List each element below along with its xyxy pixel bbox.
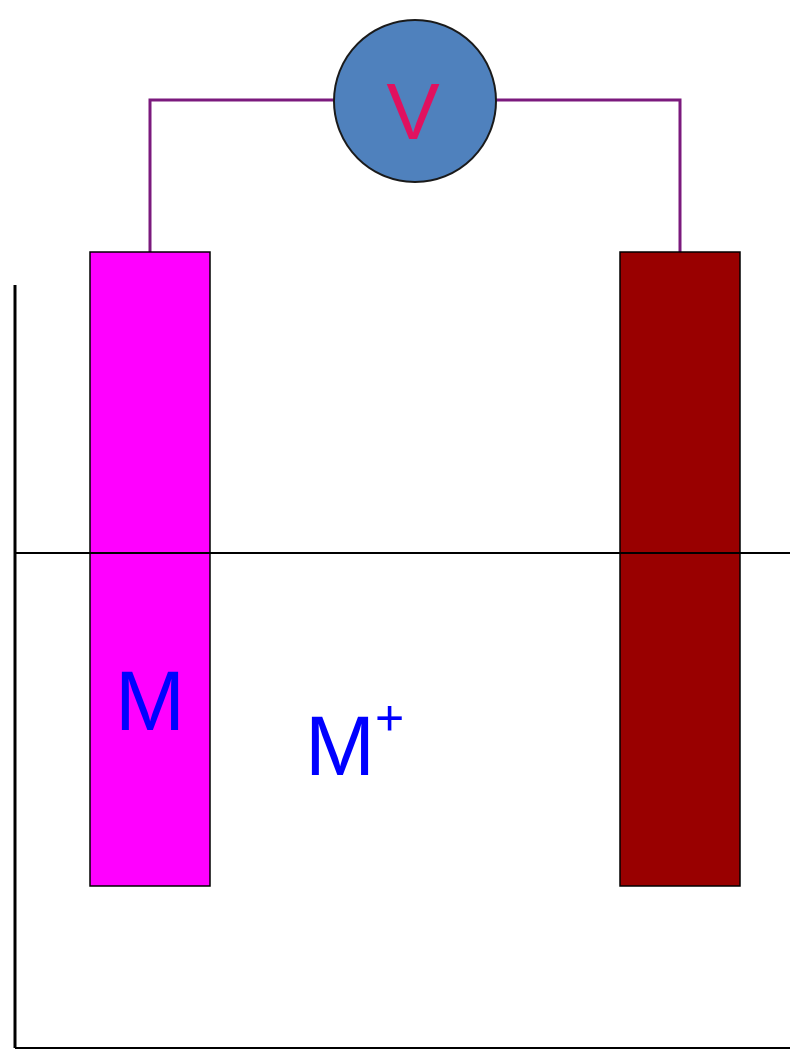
solution-ion-text: M+ xyxy=(305,690,404,793)
voltmeter-icon: V xyxy=(333,19,497,183)
voltmeter-circle xyxy=(333,19,497,183)
external-circuit xyxy=(148,98,682,252)
solution-ion-label: M+ xyxy=(305,690,404,793)
voltmeter-label: V xyxy=(386,67,440,156)
solution-ion-charge: + xyxy=(375,690,404,746)
left-electrode-bar xyxy=(89,251,211,887)
left-wire xyxy=(148,98,334,252)
right-electrode-bar xyxy=(619,251,741,887)
right-electrode xyxy=(619,251,741,887)
solution-ion-base: M xyxy=(305,699,375,793)
left-electrode: M xyxy=(89,251,211,887)
left-electrode-label: M xyxy=(115,654,185,748)
right-wire xyxy=(496,98,682,252)
